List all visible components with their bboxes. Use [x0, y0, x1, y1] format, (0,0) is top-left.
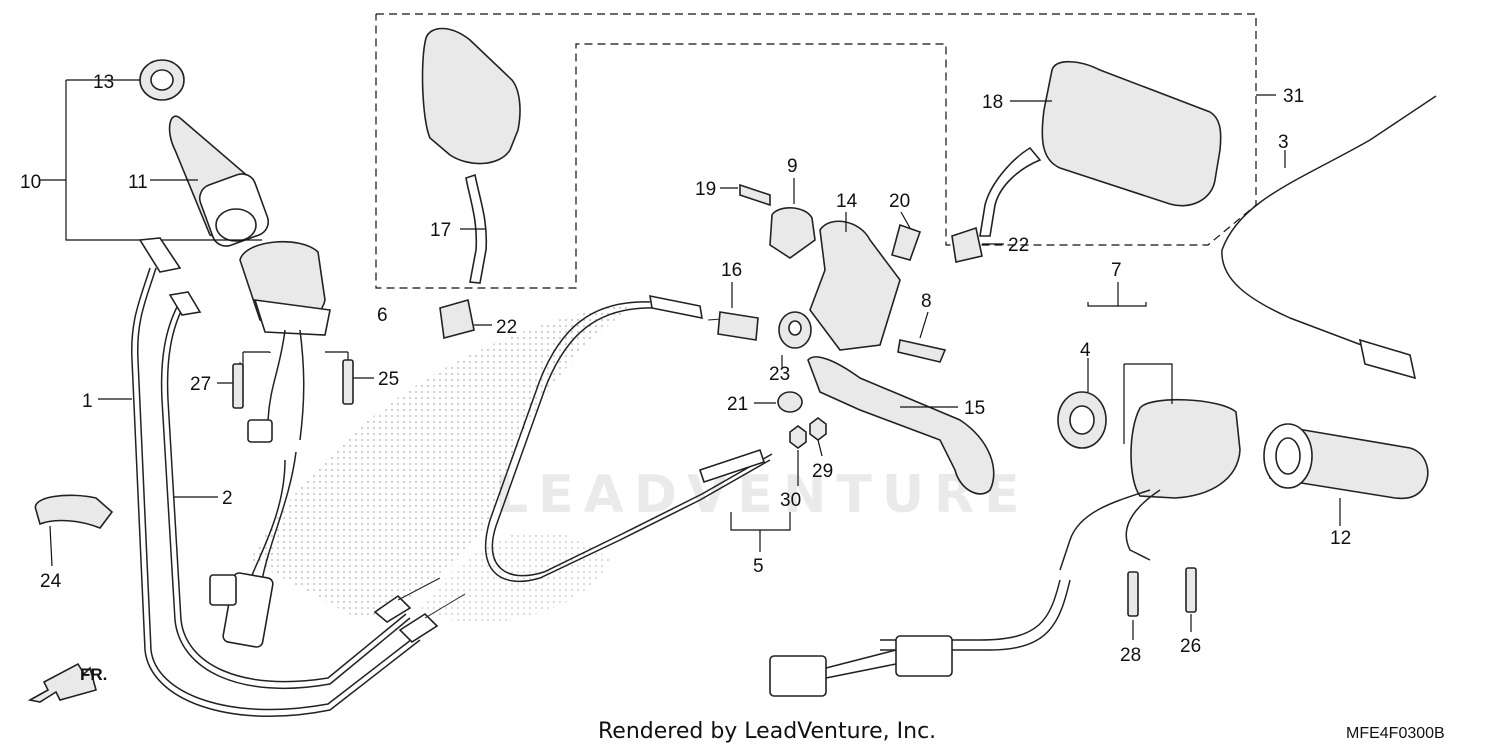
- callout-28: 28: [1120, 645, 1141, 666]
- callout-5: 5: [753, 556, 764, 577]
- callout-22-left: 22: [496, 317, 517, 338]
- callout-17: 17: [430, 220, 451, 241]
- front-direction-arrow: FR.: [27, 662, 107, 703]
- drawing-code: MFE4F0300B: [1346, 725, 1445, 742]
- screws: [232, 359, 1197, 640]
- background-shading: [250, 300, 640, 625]
- callout-20: 20: [889, 191, 910, 212]
- credit-text: Rendered by LeadVenture, Inc.: [598, 719, 936, 744]
- callout-25: 25: [378, 369, 399, 390]
- mirror-caps: [439, 226, 1004, 340]
- callout-7: 7: [1111, 260, 1122, 281]
- callout-14: 14: [836, 191, 858, 212]
- left-harness: [209, 451, 297, 648]
- mirror-set-box: [375, 13, 1276, 289]
- callout-30: 30: [780, 490, 801, 511]
- right-mirror: [979, 60, 1222, 237]
- clutch-cable: [484, 294, 791, 583]
- callout-4: 4: [1080, 340, 1091, 361]
- callout-8: 8: [921, 291, 932, 312]
- callout-1: 1: [82, 391, 93, 412]
- callout-29: 29: [812, 461, 833, 482]
- callout-23: 23: [769, 364, 790, 385]
- left-switch-housing: [217, 240, 374, 443]
- callout-labels: 1 2 3 4 5 6 7 8 9 10 11 12 13 14 15 16 1…: [20, 72, 1351, 666]
- right-switch-housing: [769, 282, 1241, 697]
- callout-31: 31: [1283, 86, 1304, 107]
- left-mirror: [421, 27, 521, 284]
- callout-3: 3: [1278, 132, 1289, 153]
- callout-21: 21: [727, 394, 748, 415]
- throttle-cables: [98, 237, 466, 717]
- callout-10: 10: [20, 172, 41, 193]
- cable-clamp: [34, 494, 114, 567]
- callout-26: 26: [1180, 636, 1201, 657]
- right-grip: [1263, 423, 1429, 526]
- callout-9: 9: [787, 156, 798, 177]
- speedometer-cable: [1221, 95, 1437, 380]
- direction-label: FR.: [80, 665, 107, 684]
- callout-19: 19: [695, 179, 716, 200]
- callout-13: 13: [93, 72, 114, 93]
- clutch-lever-assembly: [717, 178, 995, 495]
- callout-18: 18: [982, 92, 1003, 113]
- callout-15: 15: [964, 398, 985, 419]
- callout-11: 11: [128, 172, 148, 193]
- callout-16: 16: [721, 260, 742, 281]
- callout-12: 12: [1330, 528, 1351, 549]
- callout-2: 2: [222, 488, 233, 509]
- callout-27: 27: [190, 374, 211, 395]
- callout-24: 24: [40, 571, 62, 592]
- left-grip: [40, 59, 270, 247]
- callout-22-right: 22: [1008, 235, 1029, 256]
- callout-6: 6: [377, 305, 388, 326]
- watermark: LEADVENTURE: [495, 465, 1030, 525]
- watermark-text: LEADVENTURE: [495, 465, 1030, 525]
